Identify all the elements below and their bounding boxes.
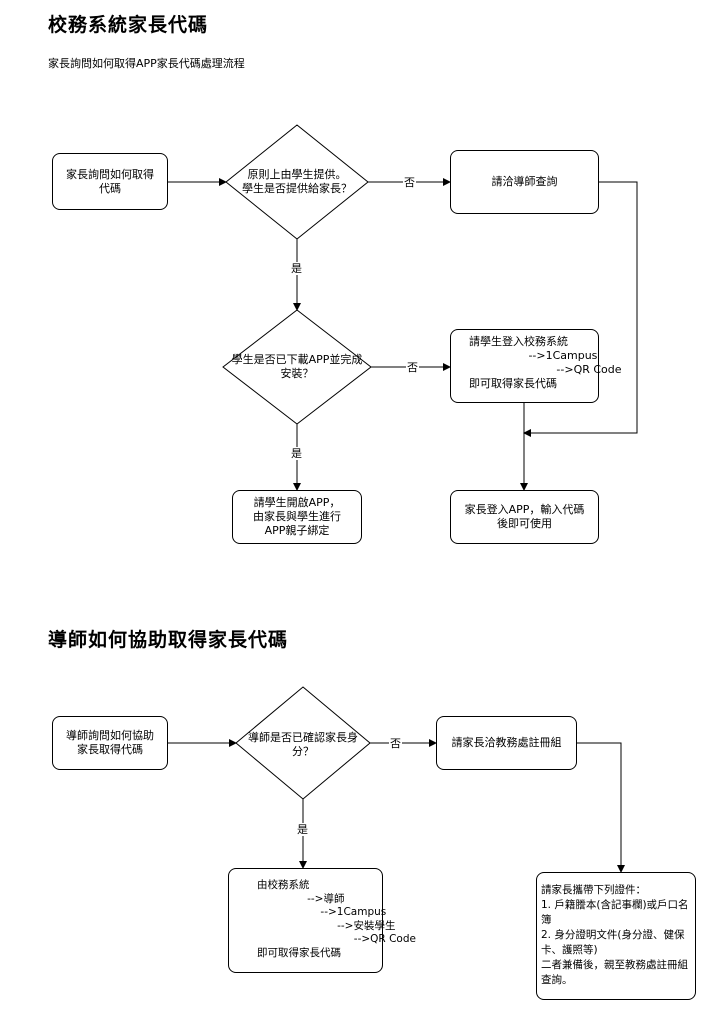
flow1-start-box: 家長詢問如何取得 代碼 [52,153,168,210]
arrow-f2-register-to-docs [577,742,625,873]
flow2-title: 導師如何協助取得家長代碼 [48,629,289,651]
flow2-no-label: 否 [389,737,402,750]
flow1-yes-label-2: 是 [290,447,303,460]
flow2-register-box: 請家長洽教務處註冊組 [436,716,577,770]
flow1-no-label-2: 否 [406,361,419,374]
flow2-start-box: 導師詢問如何協助 家長取得代碼 [52,716,168,770]
flow2-decision-text: 導師是否已確認家長身 分？ [248,731,358,758]
flow1-ask-teacher-box: 請洽導師查詢 [450,150,599,214]
arrow-teacher-to-merge [523,181,638,437]
flow1-parent-login-box: 家長登入APP，輸入代碼 後即可使用 [450,490,599,544]
flow2-documents-box: 請家長攜帶下列證件： 1. 戶籍謄本(含記事欄)或戶口名簿 2. 身分證明文件(… [536,872,696,1000]
flow1-yes-label-1: 是 [290,262,303,275]
flow1-no-label-1: 否 [403,176,416,189]
flow1-subtitle: 家長詢問如何取得APP家長代碼處理流程 [48,57,245,70]
flow1-student-login-box: 請學生登入校務系統 -->1Campus -->QR Code 即可取得家長代碼 [450,329,622,403]
flow2-system-box: 由校務系統 -->導師 -->1Campus -->安裝學生 -->QR Cod… [228,868,416,973]
flow1-bind-box: 請學生開啟APP， 由家長與學生進行 APP親子綁定 [232,490,362,544]
flow2-yes-label: 是 [296,823,309,836]
flow1-decision2-text: 學生是否已下載APP並完成 安裝？ [231,353,363,380]
flow1-title: 校務系統家長代碼 [48,14,209,36]
flow1-decision1-text: 原則上由學生提供。 學生是否提供給家長？ [242,168,352,195]
